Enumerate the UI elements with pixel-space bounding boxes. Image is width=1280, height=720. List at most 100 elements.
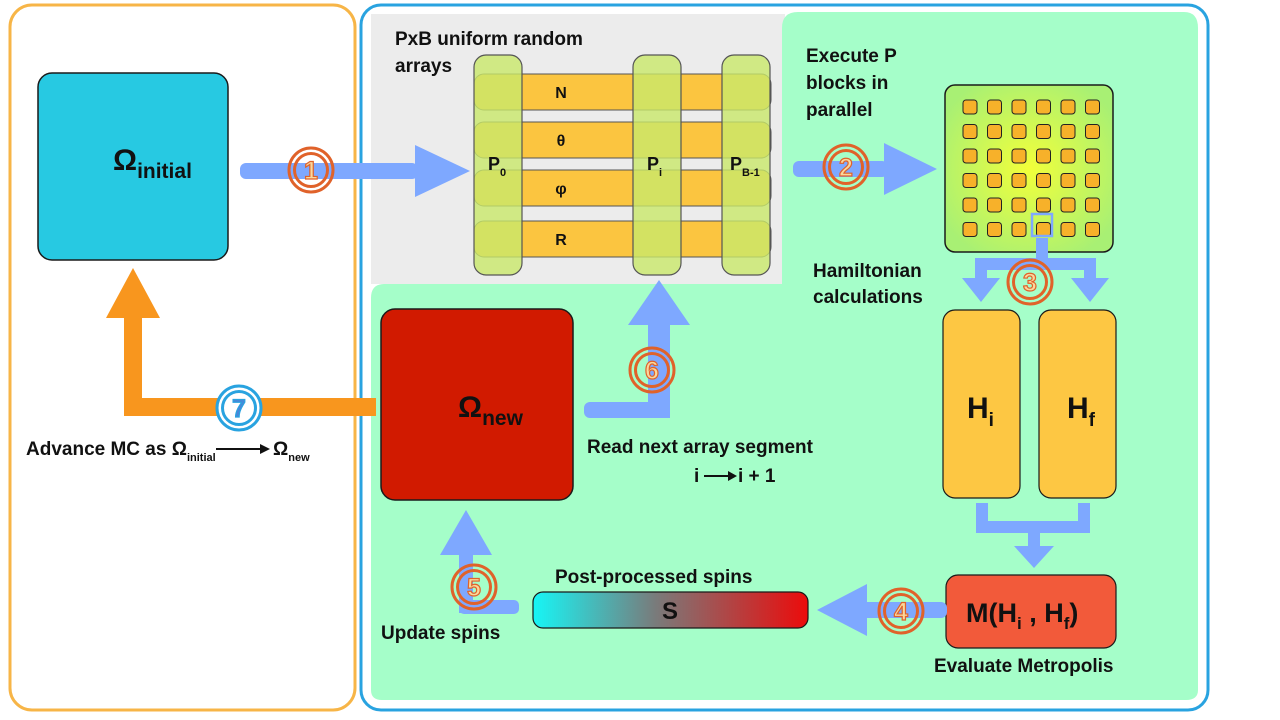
update-spins-label: Update spins bbox=[381, 623, 500, 644]
svg-text:Ωinitial: Ωinitial bbox=[113, 144, 192, 183]
arrow-6 bbox=[584, 280, 690, 418]
gpu-block-cell bbox=[962, 222, 978, 237]
step-number-5: 5 bbox=[467, 574, 481, 602]
omega-new-symbol: Ω bbox=[458, 391, 482, 424]
svg-text:PB-1: PB-1 bbox=[730, 154, 760, 179]
step-marker-4: 4 bbox=[877, 587, 925, 635]
h-initial-label: H bbox=[967, 392, 989, 425]
step-marker-3: 3 bbox=[1006, 258, 1054, 306]
gpu-block-cell bbox=[962, 148, 978, 164]
gpu-block-cell bbox=[1060, 124, 1076, 139]
random-arrays: N θ φ R P0 Pi PB-1 bbox=[473, 54, 772, 276]
arrow-2 bbox=[793, 143, 937, 195]
array-col-pb1 bbox=[721, 54, 771, 276]
svg-text:P0: P0 bbox=[488, 154, 506, 179]
gpu-block-cell bbox=[1011, 173, 1027, 188]
col-p0-sub: 0 bbox=[500, 167, 506, 179]
gpu-block-cell bbox=[987, 197, 1002, 213]
h-final-sub: f bbox=[1089, 410, 1096, 431]
h-initial-sub: i bbox=[989, 410, 994, 431]
random-arrays-label-2: arrays bbox=[395, 56, 452, 77]
merge-arrow bbox=[976, 503, 1090, 568]
gpu-block-cell bbox=[1085, 222, 1100, 237]
step-number-6: 6 bbox=[645, 357, 659, 385]
step-number-3: 3 bbox=[1023, 269, 1037, 297]
gpu-block-cell bbox=[962, 124, 978, 139]
step-number-1: 1 bbox=[304, 157, 318, 185]
col-pb-label: P bbox=[730, 154, 742, 174]
array-col-p0 bbox=[473, 54, 523, 276]
col-pb-sub: B-1 bbox=[742, 167, 760, 179]
spins-bar-label: S bbox=[662, 598, 678, 625]
gpu-block-cell bbox=[1085, 173, 1100, 188]
advance-sub-initial: initial bbox=[187, 452, 216, 464]
svg-text:Hi: Hi bbox=[967, 392, 994, 431]
gpu-block-cell bbox=[1060, 173, 1076, 188]
gpu-block-cell bbox=[1011, 124, 1027, 139]
gpu-block-cell bbox=[1036, 148, 1051, 164]
gpu-block-cell bbox=[1060, 197, 1076, 213]
arrow-3 bbox=[962, 238, 1109, 302]
execute-label-3: parallel bbox=[806, 100, 873, 121]
step-number-7: 7 bbox=[232, 395, 246, 423]
gpu-block-cell bbox=[1036, 124, 1051, 139]
gpu-block-cell bbox=[987, 148, 1002, 164]
advance-prefix: Advance MC as bbox=[26, 439, 172, 460]
svg-text:Ωnew: Ωnew bbox=[458, 391, 524, 430]
gpu-block-cell bbox=[1085, 148, 1100, 164]
gpu-block-cell bbox=[962, 173, 978, 188]
svg-text:Hf: Hf bbox=[1067, 392, 1096, 431]
gpu-block-cell bbox=[1036, 197, 1051, 213]
advance-sub-new: new bbox=[288, 452, 310, 464]
metropolis-sub-f: f bbox=[1064, 614, 1070, 633]
spins-bar bbox=[532, 591, 809, 629]
advance-omega-1: Ω bbox=[172, 439, 187, 460]
metropolis-sub-i: i bbox=[1017, 614, 1022, 633]
array-row-label-n: N bbox=[555, 85, 567, 102]
gpu-block-cell bbox=[962, 99, 978, 115]
svg-text:M(Hi , Hf): M(Hi , Hf) bbox=[966, 598, 1078, 633]
gpu-block-grid bbox=[944, 84, 1114, 253]
metropolis-middle: , H bbox=[1022, 598, 1064, 628]
gpu-block-cell bbox=[987, 99, 1002, 115]
col-pi-label: P bbox=[647, 154, 659, 174]
step-marker-7: 7 bbox=[215, 384, 263, 432]
gpu-block-cell bbox=[1060, 99, 1076, 115]
svg-text:Pi: Pi bbox=[647, 154, 662, 179]
gpu-block-cell bbox=[1036, 99, 1051, 115]
col-p0-label: P bbox=[488, 154, 500, 174]
omega-initial-symbol: Ω bbox=[113, 144, 137, 177]
step-number-4: 4 bbox=[894, 598, 908, 626]
h-final-box bbox=[1038, 309, 1117, 499]
gpu-block-cell bbox=[1011, 222, 1027, 237]
gpu-block-cell bbox=[1011, 99, 1027, 115]
selected-block bbox=[1030, 212, 1054, 238]
read-next-label: Read next array segment bbox=[587, 437, 814, 458]
gpu-block-cell bbox=[1060, 222, 1076, 237]
array-col-pi bbox=[632, 54, 682, 276]
gpu-block-cell bbox=[987, 222, 1002, 237]
gpu-block-cell bbox=[1085, 124, 1100, 139]
gpu-block-cell bbox=[1036, 173, 1051, 188]
read-index-to: i + 1 bbox=[738, 466, 776, 487]
hamiltonian-label-1: Hamiltonian bbox=[813, 261, 922, 282]
col-pi-sub: i bbox=[659, 167, 662, 179]
read-index: i i + 1 bbox=[694, 466, 776, 487]
svg-text:Ωnew: Ωnew bbox=[273, 439, 310, 464]
step-marker-5: 5 bbox=[450, 563, 498, 611]
h-final-label: H bbox=[1067, 392, 1089, 425]
arrow-1 bbox=[240, 145, 470, 197]
gpu-block-cell bbox=[1085, 197, 1100, 213]
gpu-block-cell bbox=[987, 173, 1002, 188]
gpu-block-cell bbox=[1085, 99, 1100, 115]
array-row-label-theta: θ bbox=[557, 133, 566, 150]
omega-new-sub: new bbox=[482, 407, 524, 430]
omega-initial-sub: initial bbox=[137, 160, 192, 183]
step-marker-2: 2 bbox=[822, 143, 870, 191]
evaluate-metropolis-label: Evaluate Metropolis bbox=[934, 656, 1114, 677]
advance-omega-2: Ω bbox=[273, 439, 288, 460]
omega-initial-box bbox=[37, 72, 229, 261]
execute-label-1: Execute P bbox=[806, 46, 897, 67]
metropolis-prefix: M(H bbox=[966, 598, 1017, 628]
